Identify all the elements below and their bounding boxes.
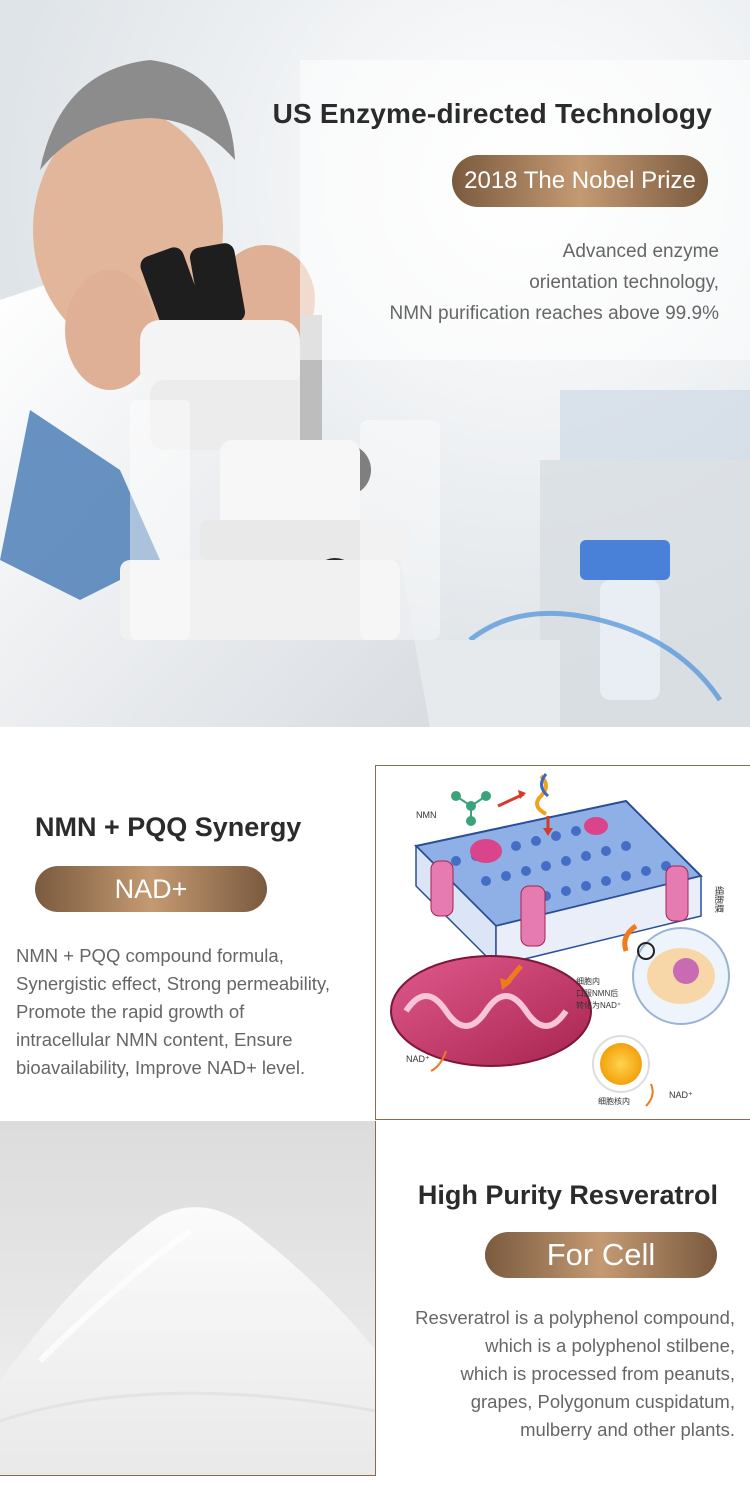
resveratrol-title: High Purity Resveratrol bbox=[417, 1180, 718, 1210]
resveratrol-desc-line: which is a polyphenol stilbene, bbox=[485, 1335, 735, 1356]
hero-desc-line: orientation technology, bbox=[529, 272, 719, 293]
diagram-convert-line: 转化为NAD⁺ bbox=[576, 1000, 621, 1010]
synergy-description: NMN + PQQ compound formula, Synergistic … bbox=[16, 942, 361, 1082]
diagram-nad-right: NAD⁺ bbox=[669, 1090, 693, 1100]
nobel-prize-badge: 2018 The Nobel Prize bbox=[452, 155, 708, 207]
resveratrol-powder-photo bbox=[0, 1121, 376, 1476]
resveratrol-desc-line: which is processed from peanuts, bbox=[460, 1363, 735, 1384]
membrane-illustration: NMN 细胞膜 细胞内 口服NMN后 转化为NAD⁺ NAD⁺ 细胞核内 NAD… bbox=[390, 773, 730, 1107]
resveratrol-desc-line: grapes, Polygonum cuspidatum, bbox=[470, 1391, 735, 1412]
powder-illustration bbox=[0, 1207, 375, 1475]
hero-title: US Enzyme-directed Technology bbox=[272, 98, 712, 129]
nad-badge: NAD+ bbox=[35, 866, 267, 912]
resveratrol-desc-line: mulberry and other plants. bbox=[520, 1419, 735, 1440]
diagram-nad-left: NAD⁺ bbox=[406, 1054, 430, 1064]
hero-desc-line: Advanced enzyme bbox=[562, 241, 719, 262]
synergy-desc-line: intracellular NMN content, Ensure bbox=[16, 1029, 293, 1050]
synergy-desc-line: Synergistic effect, Strong permeability, bbox=[16, 973, 330, 994]
cell-membrane-diagram: NMN 细胞膜 细胞内 口服NMN后 转化为NAD⁺ NAD⁺ 细胞核内 NAD… bbox=[375, 765, 750, 1120]
hero-desc-line: NMN purification reaches above 99.9% bbox=[389, 303, 719, 324]
hero-description: Advanced enzyme orientation technology, … bbox=[299, 236, 719, 329]
diagram-membrane-label: 细胞膜 bbox=[714, 886, 725, 913]
diagram-nucleus-label: 细胞核内 bbox=[598, 1096, 630, 1106]
scientist-microscope-photo bbox=[0, 0, 750, 727]
synergy-title: NMN + PQQ Synergy bbox=[35, 812, 302, 842]
synergy-desc-line: Promote the rapid growth of bbox=[16, 1001, 245, 1022]
hero-section: US Enzyme-directed Technology 2018 The N… bbox=[0, 0, 750, 727]
resveratrol-description: Resveratrol is a polyphenol compound, wh… bbox=[375, 1304, 735, 1444]
diagram-nmn-label: NMN bbox=[416, 810, 437, 820]
synergy-desc-line: NMN + PQQ compound formula, bbox=[16, 945, 284, 966]
resveratrol-desc-line: Resveratrol is a polyphenol compound, bbox=[415, 1307, 735, 1328]
synergy-desc-line: bioavailability, Improve NAD+ level. bbox=[16, 1057, 306, 1078]
for-cell-badge: For Cell bbox=[485, 1232, 717, 1278]
diagram-convert-line: 细胞内 bbox=[576, 976, 600, 986]
diagram-convert-line: 口服NMN后 bbox=[576, 988, 618, 998]
